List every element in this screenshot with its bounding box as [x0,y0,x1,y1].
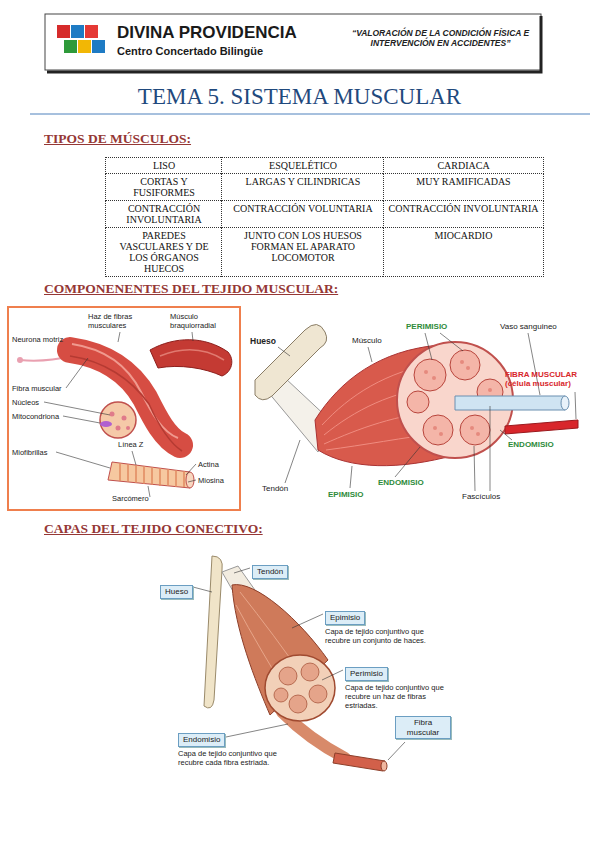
table-cell: MIOCARDIO [383,227,544,277]
section-heading: TIPOS DE MÚSCULOS: [44,131,191,147]
part-label: Hueso [250,336,276,346]
label-box: Fibra muscular [395,716,451,739]
table-cell: MUY RAMIFICADAS [383,173,544,201]
layer-label: EPIMISIO [328,490,364,499]
box-description: Capa de tejido conjuntivo que recubre un… [325,627,440,646]
table-cell: CONTRACCIÓN INVOLUNTARIA [383,200,544,228]
label-box: Hueso [160,580,193,599]
label-box: Tendón [252,560,288,579]
table-cell: CONTRACCIÓN INVOLUNTARIA [105,200,223,228]
table-cell: CARDIACA [383,157,544,174]
part-label: Músculo braquiorradial [170,312,232,330]
box-description: Capa de tejido conjuntivo que recubre ca… [178,749,293,768]
part-label: FIBRA MUSCULAR (célula muscular) [505,370,587,388]
section-heading: COMPONENENTES DEL TEJIDO MUSCULAR: [44,281,338,297]
table-cell: CORTAS Y FUSIFORMES [105,173,223,201]
label-box: EpimisioCapa de tejido conjuntivo que re… [325,606,440,645]
table-cell: JUNTO CON LOS HUESOS FORMAN EL APARATO L… [221,227,385,277]
label-box: EndomisioCapa de tejido conjuntivo que r… [178,728,293,767]
page-title: TEMA 5. SISTEMA MUSCULAR [0,84,599,110]
table-cell: ESQUELÉTICO [221,157,385,174]
section-heading: CAPAS DEL TEJIDO CONECTIVO: [44,521,263,537]
part-label: Neurona motriz [12,335,63,344]
table-cell: PAREDES VASCULARES Y DE LOS ÓRGANOS HUEC… [105,227,223,277]
box-title: Epimisio [325,611,365,625]
header-quote: “VALORACIÓN DE LA CONDICIÓN FÍSICA E INT… [343,28,538,48]
part-label: Miosina [198,476,224,485]
box-description: Capa de tejido conjuntivo que recubre un… [345,683,453,711]
part-label: Haz de fibras musculares [88,312,150,330]
layer-label: PERIMISIO [406,322,447,331]
part-label: Miofibrillas [12,448,47,457]
layer-label: ENDOMISIO [508,440,554,449]
part-label: Músculo [352,336,382,345]
part-label: Fibra muscular [12,384,62,393]
table-cell: LISO [105,157,223,174]
box-title: Tendón [252,565,288,579]
part-label: Tendón [262,484,288,493]
school-subtitle: Centro Concertado Bilingüe [117,45,263,57]
box-title: Perimisio [345,667,388,681]
box-title: Hueso [160,585,193,599]
part-label: Mitocondriona [12,412,59,421]
box-title: Fibra muscular [395,716,451,739]
part-label: Actina [198,460,219,469]
label-box: PerimisioCapa de tejido conjuntivo que r… [345,662,453,711]
part-label: Núcleos [12,398,39,407]
part-label: Fascículos [462,492,500,501]
part-label: Línea Z [118,440,143,449]
box-title: Endomisio [178,733,225,747]
table-cell: LARGAS Y CILINDRICAS [221,173,385,201]
layer-label: ENDOMISIO [378,478,424,487]
part-label: Vaso sanguineo [500,322,557,331]
table-cell: CONTRACCIÓN VOLUNTARIA [221,200,385,228]
school-name: DIVINA PROVIDENCIA [117,23,297,43]
part-label: Sarcómero [112,494,149,503]
